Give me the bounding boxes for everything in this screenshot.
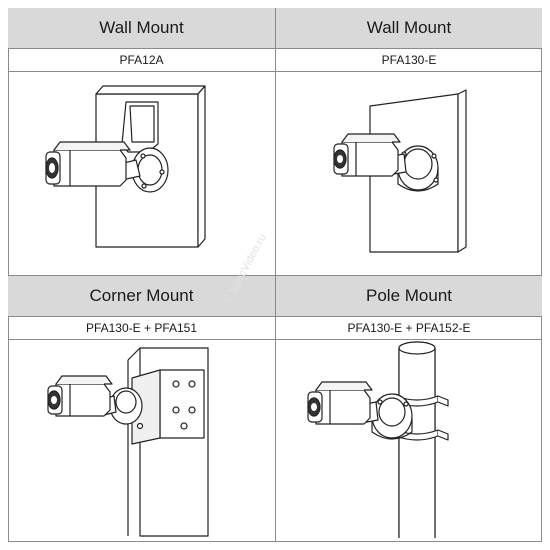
cell-title: Wall Mount (276, 8, 542, 49)
wall-mount-illustration (276, 72, 542, 274)
cell-title: Wall Mount (8, 8, 275, 49)
cell-model: PFA130-E + PFA151 (8, 317, 275, 340)
mount-options-table: Wall Mount PFA12A (8, 8, 542, 542)
cell-corner-mount: Corner Mount PFA130-E + PFA151 (8, 275, 275, 542)
wall-mount-illustration (8, 72, 275, 274)
corner-mount-illustration (8, 340, 275, 542)
cell-model: PFA130-E + PFA152-E (276, 317, 542, 340)
cell-pole-mount: Pole Mount PFA130-E + PFA152-E (275, 275, 542, 542)
cell-title: Corner Mount (8, 276, 275, 317)
cell-model: PFA130-E (276, 49, 542, 72)
cell-wall-mount-pfa130e: Wall Mount PFA130-E (275, 8, 542, 275)
pole-mount-illustration (276, 340, 542, 542)
cell-title: Pole Mount (276, 276, 542, 317)
cell-wall-mount-pfa12a: Wall Mount PFA12A (8, 8, 275, 275)
cell-model: PFA12A (8, 49, 275, 72)
